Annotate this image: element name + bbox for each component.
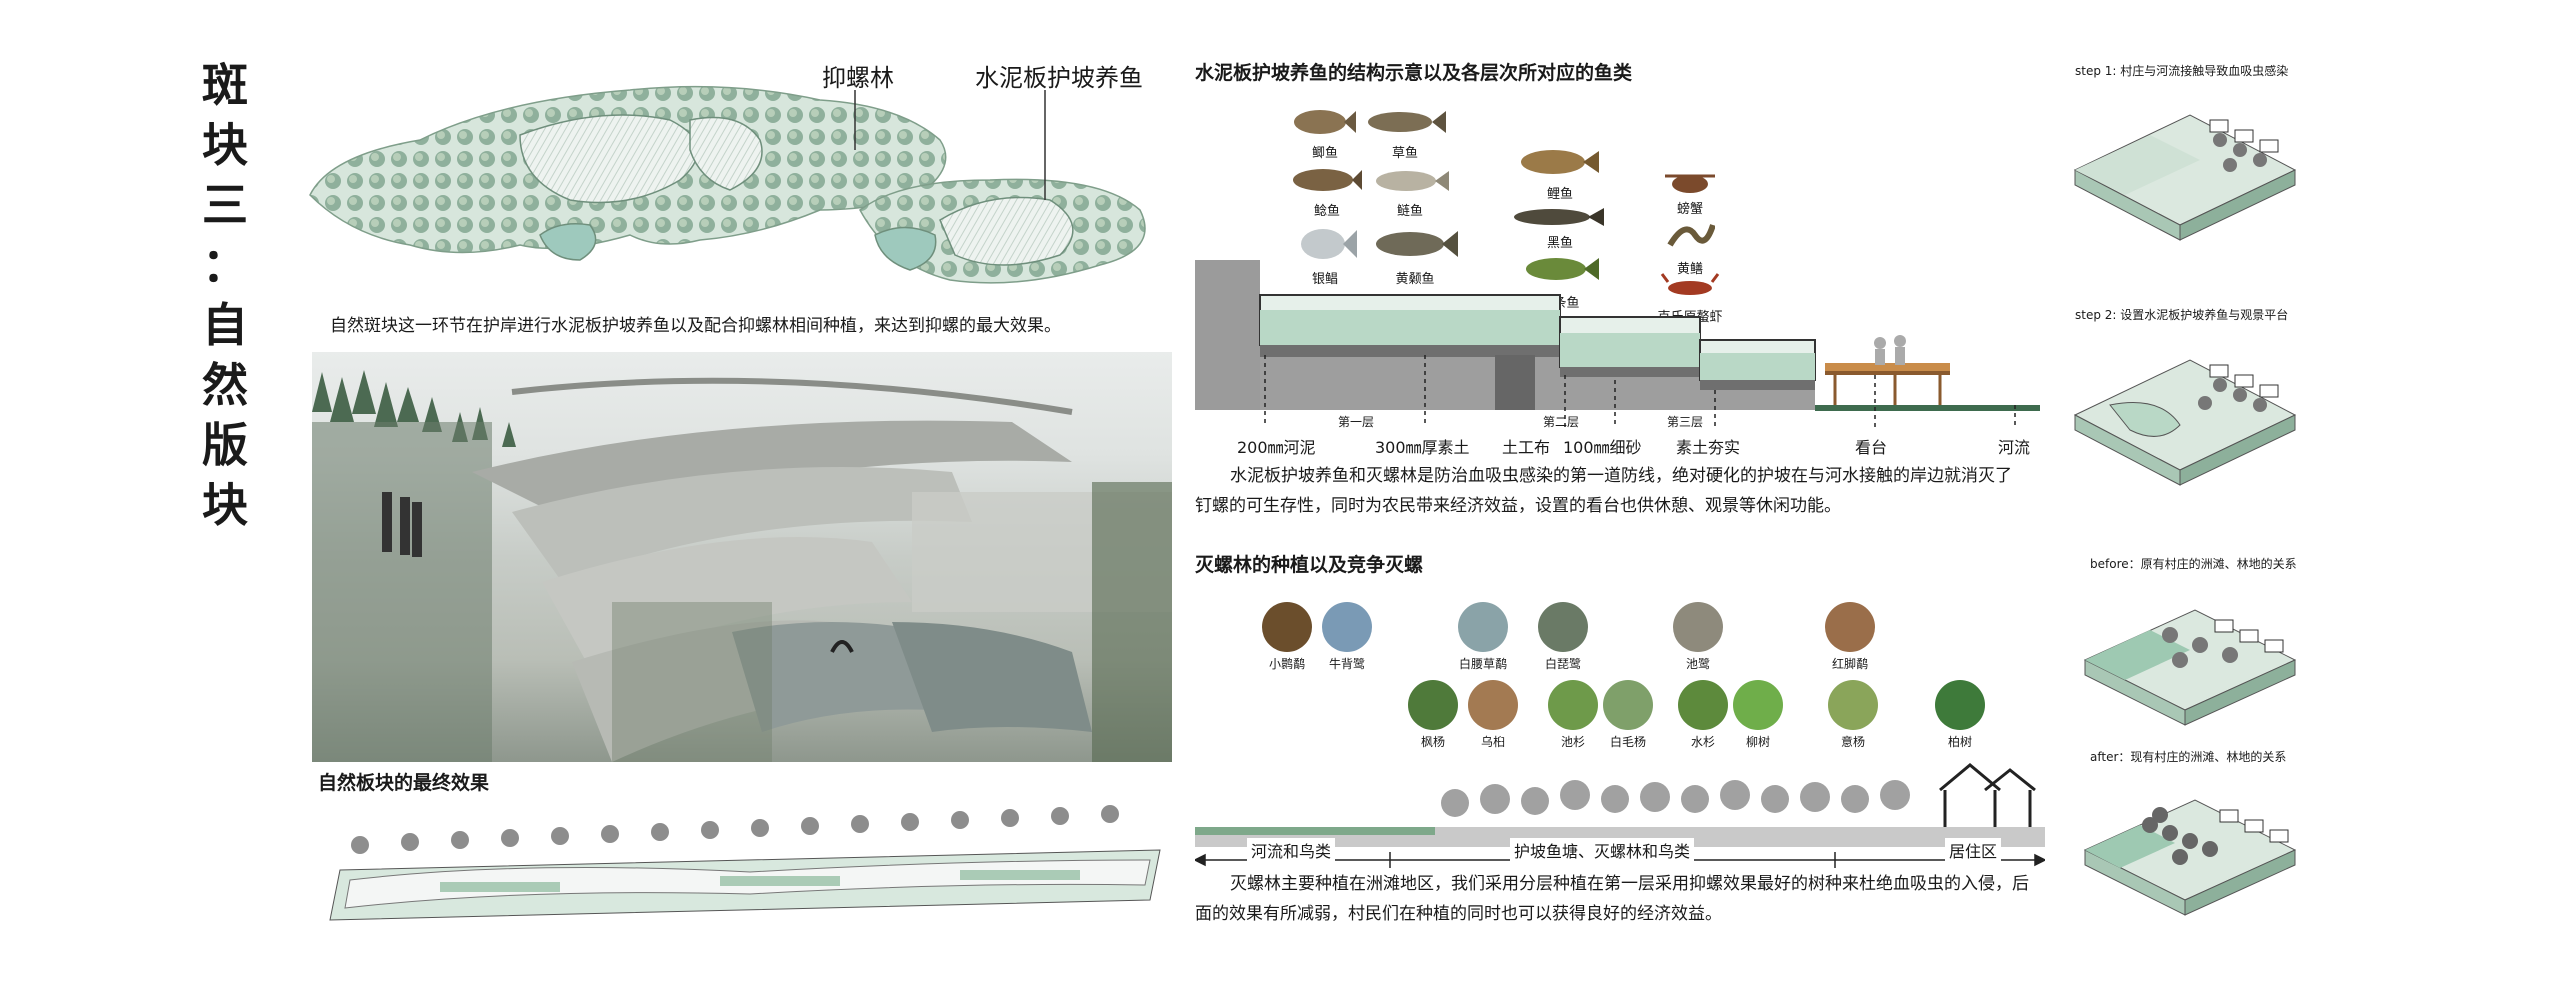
- fish-icon: [1301, 229, 1357, 259]
- before-axonometric: [2083, 609, 2297, 726]
- structure-label: 200㎜河泥: [1237, 438, 1316, 457]
- fish-icon: [1294, 110, 1356, 134]
- fish-label: 鲫鱼: [1311, 146, 1338, 161]
- fish-label: 草鱼: [1391, 146, 1418, 161]
- tree-label: 柳树: [1745, 735, 1770, 749]
- structure-label: 河流: [1998, 438, 2031, 457]
- bird-label: 小鹮鹬: [1268, 657, 1305, 671]
- tree-photo-icon: [1603, 680, 1653, 730]
- section1-desc-line2: 钉螺的可生存性，同时为农民带来经济效益，设置的看台也供休憩、观景等休闲功能。: [1195, 496, 1841, 516]
- section2-desc-line2: 面的效果有所减弱，村民们在种植的同时也可以获得良好的经济效益。: [1195, 904, 1722, 924]
- site-plan-map: [309, 85, 1146, 284]
- bird-label: 红脚鹬: [1831, 657, 1868, 671]
- fish-icon: [1526, 258, 1599, 280]
- bird-label: 池鹭: [1685, 657, 1710, 671]
- tree-label: 意杨: [1840, 735, 1865, 749]
- fish-icon: [1521, 150, 1599, 174]
- step-label: step 1: 村庄与河流接触导致血吸虫感染: [2075, 64, 2289, 78]
- structure-label: 土工布: [1502, 438, 1551, 457]
- section1-title: 水泥板护坡养鱼的结构示意以及各层次所对应的鱼类: [1195, 62, 1633, 84]
- structure-label: 300㎜厚素土: [1375, 438, 1470, 457]
- fish-label: 黄鳝: [1676, 262, 1703, 277]
- bird-photo-icon: [1538, 602, 1588, 652]
- fish-label: 鲤鱼: [1546, 187, 1573, 202]
- eel-icon: [1667, 224, 1715, 247]
- title-char: ：: [202, 238, 248, 292]
- fish-icon: [1293, 169, 1362, 191]
- bird-photo-icon: [1673, 602, 1723, 652]
- tree-photo-icon: [1733, 680, 1783, 730]
- fish-label: 鲢鱼: [1396, 204, 1423, 219]
- tree-photo-icon: [1678, 680, 1728, 730]
- fish-icon: [1376, 231, 1458, 257]
- bird-photo-icon: [1825, 602, 1875, 652]
- fish-label: 鲶鱼: [1313, 204, 1340, 219]
- title-char: 版: [202, 418, 248, 472]
- bird-photo-icon: [1458, 602, 1508, 652]
- bird-label: 白琵鹭: [1544, 657, 1581, 671]
- zone-label: 护坡鱼塘、灭螺林和鸟类: [1510, 838, 1695, 862]
- bird-photo-icon: [1322, 602, 1372, 652]
- step1-axonometric: [2073, 114, 2297, 241]
- zone-label: 河流和鸟类: [1247, 838, 1336, 862]
- step-label: step 2: 设置水泥板护坡养鱼与观景平台: [2075, 308, 2289, 322]
- bird-label: 牛背鹭: [1328, 657, 1365, 671]
- bird-label: 白腰草鹬: [1458, 657, 1507, 671]
- structure-label: 100㎜细砂: [1563, 438, 1642, 457]
- intro-caption: 自然斑块这一环节在护岸进行水泥板护坡养鱼以及配合抑螺林相间种植，来达到抑螺的最大…: [330, 316, 1061, 336]
- bird-photo-icon: [1262, 602, 1312, 652]
- tree-photo-icon: [1828, 680, 1878, 730]
- step-label: after：现有村庄的洲滩、林地的关系: [2090, 750, 2287, 764]
- layer-label: 第一层: [1338, 415, 1375, 429]
- final-effect-title: 自然板块的最终效果: [318, 772, 490, 794]
- tree-label: 水杉: [1690, 735, 1715, 749]
- layer-label: 第二层: [1543, 415, 1580, 429]
- tree-label: 枫杨: [1420, 735, 1445, 749]
- tree-label: 柏树: [1947, 735, 1972, 749]
- title-char: 块: [202, 118, 248, 172]
- fish-label: 黑鱼: [1546, 236, 1573, 251]
- step2-axonometric: [2073, 359, 2297, 486]
- title-char: 然: [202, 358, 248, 412]
- fish-icon: [1376, 171, 1449, 191]
- tree-photo-icon: [1408, 680, 1458, 730]
- map-label-fish-revetment: 水泥板护坡养鱼: [975, 64, 1143, 92]
- layer-label: 第三层: [1667, 415, 1704, 429]
- structure-label: 看台: [1855, 438, 1888, 457]
- title-char: 斑: [202, 58, 248, 112]
- vertical-title: 斑 块 三 ： 自 然 版 块: [190, 55, 260, 535]
- perspective-render-image: [312, 352, 1172, 762]
- fish-label: 黄颡鱼: [1395, 272, 1435, 287]
- tree-label: 池杉: [1560, 735, 1585, 749]
- title-char: 自: [202, 298, 248, 352]
- fish-label: 银鲳: [1311, 272, 1338, 287]
- fish-label: 螃蟹: [1676, 202, 1703, 217]
- step-label: before：原有村庄的洲滩、林地的关系: [2090, 557, 2297, 571]
- tree-label: 白毛杨: [1609, 735, 1646, 749]
- section1-desc-line1: 水泥板护坡养鱼和灭螺林是防治血吸虫感染的第一道防线，绝对硬化的护坡在与河水接触的…: [1230, 466, 2012, 486]
- tree-photo-icon: [1935, 680, 1985, 730]
- title-char: 三: [202, 178, 248, 232]
- fish-icon: [1368, 111, 1446, 133]
- crayfish-icon: [1660, 273, 1720, 295]
- fish-icon: [1514, 208, 1604, 226]
- map-label-yiluolin: 抑螺林: [822, 64, 894, 92]
- crab-icon: [1665, 174, 1715, 193]
- zone-label: 居住区: [1945, 838, 2002, 862]
- title-char: 块: [202, 478, 248, 532]
- tree-photo-icon: [1548, 680, 1598, 730]
- tree-photo-icon: [1468, 680, 1518, 730]
- planting-section-drawing: [1195, 763, 2045, 847]
- tree-label: 乌桕: [1480, 735, 1505, 749]
- revetment-structure-diagram: [1195, 260, 2040, 427]
- section2-desc-line1: 灭螺林主要种植在洲滩地区，我们采用分层种植在第一层采用抑螺效果最好的树种来杜绝血…: [1230, 874, 2029, 894]
- structure-label: 素土夯实: [1676, 438, 1741, 457]
- section2-title: 灭螺林的种植以及竞争灭螺: [1195, 554, 1424, 576]
- final-effect-section-drawing: [329, 805, 1161, 921]
- after-axonometric: [2083, 799, 2297, 916]
